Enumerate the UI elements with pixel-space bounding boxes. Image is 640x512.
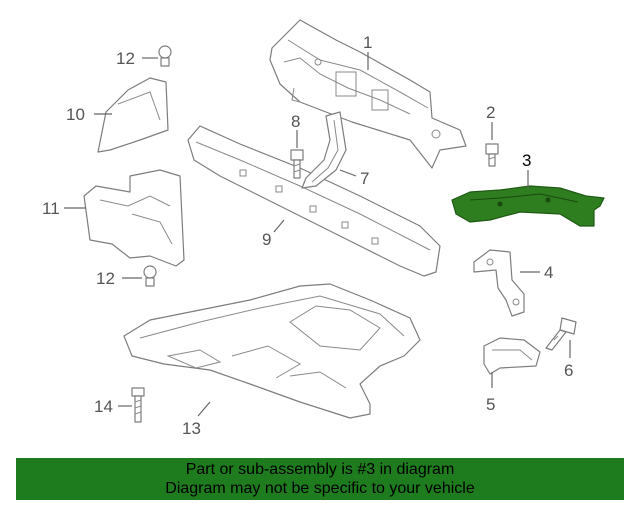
banner-line-disclaimer: Diagram may not be specific to your vehi… xyxy=(165,480,475,497)
callout-7: 7 xyxy=(360,169,369,188)
part-8-bolt[interactable] xyxy=(290,149,304,179)
part-1-radiator-support[interactable] xyxy=(269,19,467,169)
part-7-bracket[interactable] xyxy=(301,111,347,189)
callout-13: 13 xyxy=(182,419,201,438)
part-12-clip-upper[interactable] xyxy=(158,45,172,67)
notice-banner: Part or sub-assembly is #3 in diagram Di… xyxy=(16,458,624,500)
part-6-bolt[interactable] xyxy=(545,317,577,351)
exploded-parts-diagram: 1 2 3 4 5 6 7 8 9 10 11 12 12 13 14 xyxy=(42,19,605,438)
part-5-bracket[interactable] xyxy=(483,337,541,375)
callout-4: 4 xyxy=(544,263,553,282)
callout-14: 14 xyxy=(94,397,113,416)
part-9-lower-tie-bar[interactable] xyxy=(187,125,441,277)
callout-1: 1 xyxy=(363,33,372,52)
part-3-highlighted-bracket[interactable] xyxy=(451,185,605,227)
callout-12-upper: 12 xyxy=(116,49,135,68)
leader-lines xyxy=(64,52,571,417)
part-14-bolt[interactable] xyxy=(131,387,145,423)
callout-5: 5 xyxy=(486,395,495,414)
callout-10: 10 xyxy=(66,105,85,124)
part-12-clip-lower[interactable] xyxy=(143,265,157,287)
callout-9: 9 xyxy=(262,230,271,249)
callout-8: 8 xyxy=(291,112,300,131)
callout-2: 2 xyxy=(486,103,495,122)
callout-12-lower: 12 xyxy=(96,269,115,288)
callout-3: 3 xyxy=(522,151,531,170)
part-2-bolt[interactable] xyxy=(485,143,499,167)
part-13-under-cover[interactable] xyxy=(123,283,421,419)
callout-6: 6 xyxy=(564,361,573,380)
part-10-deflector[interactable] xyxy=(97,77,169,153)
part-11-shield[interactable] xyxy=(83,169,185,267)
callout-11: 11 xyxy=(42,199,60,218)
banner-line-part-number: Part or sub-assembly is #3 in diagram xyxy=(185,461,455,478)
part-4-bracket[interactable] xyxy=(473,249,525,317)
